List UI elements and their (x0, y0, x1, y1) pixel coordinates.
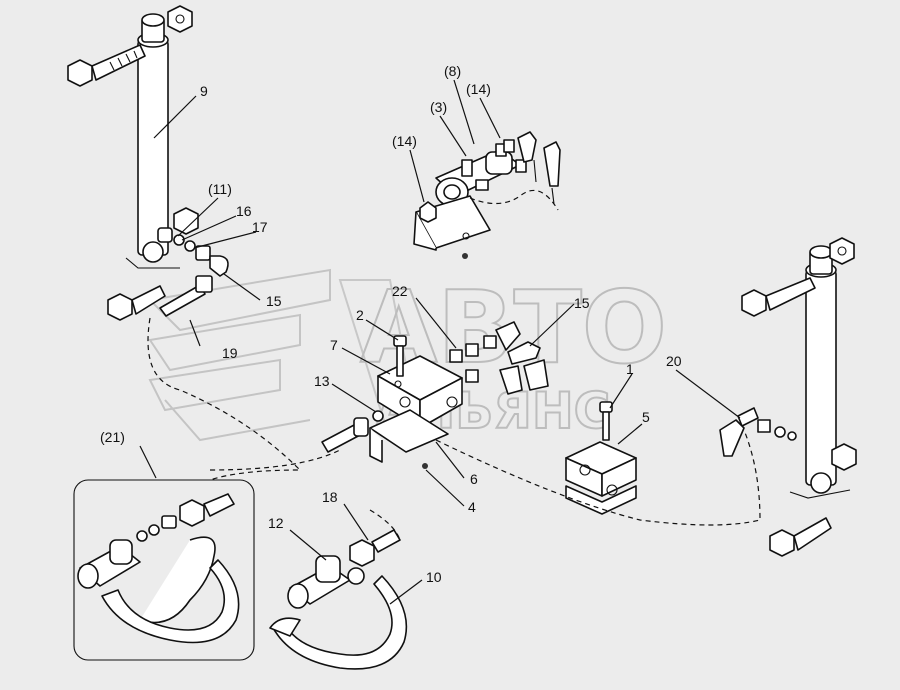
solenoid-valve (435, 149, 521, 207)
callout-11: (11) (208, 181, 232, 197)
left-port-fittings (157, 207, 229, 277)
callout-4: 4 (468, 499, 476, 515)
callout-15-left: 15 (266, 293, 282, 309)
callout-10: 10 (426, 569, 442, 585)
left-hydraulic-cylinder (125, 13, 180, 269)
callout-21: (21) (100, 429, 125, 445)
block-fittings (449, 321, 549, 395)
left-top-nut (167, 5, 193, 33)
callout-14-left: (14) (392, 133, 417, 149)
callout-3: (3) (430, 99, 447, 115)
fitting-18 (349, 529, 401, 567)
right-port-fittings (719, 407, 797, 457)
hose-route-right (435, 429, 761, 526)
left-bottom-bolt (107, 285, 166, 321)
callout-19: 19 (222, 345, 238, 361)
callout-1: 1 (626, 361, 634, 377)
callout-18: 18 (322, 489, 338, 505)
valve-fittings (419, 131, 561, 223)
left-top-bolt (67, 44, 146, 87)
coupler-12 (287, 555, 365, 609)
hose-19 (159, 275, 213, 317)
callout-7: 7 (330, 337, 338, 353)
leader-lines (139, 79, 741, 605)
right-top-nut (829, 237, 855, 265)
block-bracket-6 (369, 409, 449, 469)
callout-17: 17 (252, 219, 268, 235)
callout-5: 5 (642, 409, 650, 425)
callout-15-right: 15 (574, 295, 590, 311)
clamp-block (565, 441, 637, 515)
hose-route-coupler (209, 449, 341, 471)
coupler-21 (77, 493, 240, 644)
block-screw-2 (393, 335, 407, 377)
strap-10 (269, 575, 408, 670)
clamp-screw-1 (599, 401, 613, 441)
callout-12: 12 (268, 515, 284, 531)
coupling-hose-13 (321, 410, 384, 453)
right-bottom-nut (831, 443, 857, 471)
right-hydraulic-cylinder (789, 245, 851, 499)
callout-8: (8) (444, 63, 461, 79)
callout-14-top: (14) (466, 81, 491, 97)
callout-6: 6 (470, 471, 478, 487)
callout-2: 2 (356, 307, 364, 323)
callout-22: 22 (392, 283, 408, 299)
callout-16: 16 (236, 203, 252, 219)
right-top-bolt (741, 277, 816, 317)
callout-20: 20 (666, 353, 682, 369)
hose-route-left (147, 317, 302, 481)
right-bottom-bolt (769, 517, 832, 557)
group-21-frame (73, 479, 255, 661)
callout-13: 13 (314, 373, 330, 389)
callout-9: 9 (200, 83, 208, 99)
